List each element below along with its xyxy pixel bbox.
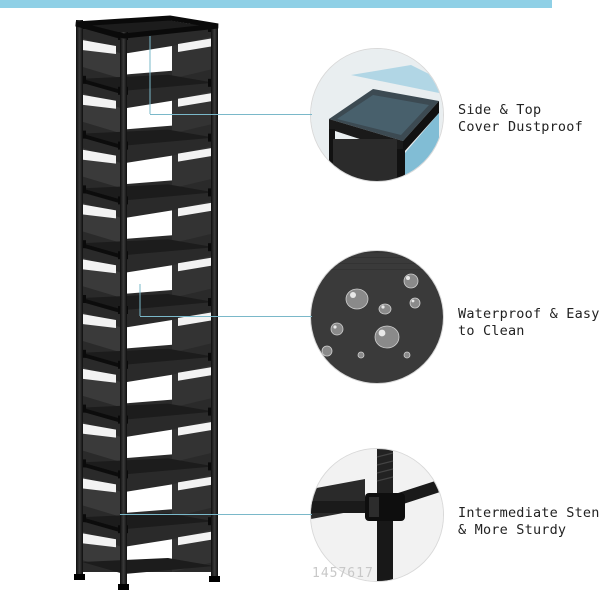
rack-shelf — [82, 403, 214, 420]
rack-tier-gap — [178, 476, 214, 491]
rack-bottom-shelf — [82, 558, 214, 574]
top-banner-bar — [0, 0, 552, 8]
watermark-text: 1457617 — [312, 566, 374, 581]
rack-tier-gap — [178, 38, 214, 52]
feature-stent-line1: Intermediate Stent — [458, 505, 600, 521]
stent-joint-icon — [311, 449, 443, 581]
rack-tier-gap — [82, 204, 116, 219]
rack-shelf-edge — [82, 243, 124, 260]
rack-shelf — [82, 129, 214, 146]
rack-tier-gap — [82, 423, 116, 438]
rack-tier-opening — [122, 210, 172, 240]
rack-tier-gap — [178, 257, 214, 272]
feature-waterproof-line2: to Clean — [458, 323, 525, 339]
rack-tier-opening — [122, 155, 172, 185]
rack-shelf-edge — [82, 78, 124, 95]
feature-waterproof-line1: Waterproof & Easy — [458, 306, 600, 322]
rack-tier-opening — [122, 429, 172, 459]
rack-shelf-edge — [82, 133, 124, 150]
rack-tier-opening — [122, 46, 172, 75]
rack-foot — [209, 576, 220, 582]
rack-shelf — [82, 294, 214, 310]
feature-dustproof-text: Side & Top Cover Dustproof — [458, 102, 583, 136]
water-droplets-icon — [311, 251, 443, 383]
rack-tier-gap — [82, 40, 116, 54]
dustproof-cover-icon — [311, 49, 443, 181]
leader-line-dustproof — [150, 114, 312, 115]
shoe-rack-image — [74, 15, 220, 590]
rack-tier-gap — [82, 314, 116, 328]
rack-foot — [118, 584, 129, 590]
rack-pole-front — [120, 32, 127, 588]
stent-joint-callout — [310, 448, 444, 582]
rack-tier-gap — [178, 312, 214, 326]
rack-pole-right — [211, 24, 218, 578]
rack-shelf-edge — [82, 407, 124, 424]
rack-tier-opening — [122, 374, 172, 404]
rack-shelf — [82, 74, 214, 91]
feature-dustproof-line1: Side & Top — [458, 102, 542, 118]
leader-line-stent — [120, 514, 312, 515]
rack-top-frame — [75, 15, 219, 39]
rack-shelf — [82, 348, 214, 365]
rack-tier-gap — [178, 421, 214, 436]
rack-tier-gap — [178, 92, 214, 107]
rack-tier-gap — [82, 259, 116, 274]
feature-dustproof-line2: Cover Dustproof — [458, 119, 583, 135]
waterproof-fabric-callout — [310, 250, 444, 384]
rack-tier-gap — [82, 533, 116, 548]
leader-line-waterproof — [140, 316, 312, 317]
dustproof-cover-callout — [310, 48, 444, 182]
feature-stent-text: Intermediate Stent & More Sturdy — [458, 505, 600, 539]
rack-shelf-edge — [82, 188, 124, 205]
rack-shelf — [82, 184, 214, 201]
rack-tier-opening — [122, 265, 172, 294]
rack-foot — [74, 574, 85, 580]
rack-tier-gap — [178, 531, 214, 546]
feature-stent-line2: & More Sturdy — [458, 522, 567, 538]
rack-tier-gap — [178, 147, 214, 162]
rack-tier-gap — [178, 202, 214, 217]
rack-tier-gap — [178, 366, 214, 381]
rack-tier-opening — [122, 100, 172, 130]
rack-shelf-edge — [82, 517, 124, 534]
rack-shelf — [82, 239, 214, 256]
rack-tier-gap — [82, 94, 116, 109]
rack-tier-gap — [82, 368, 116, 383]
rack-shelf — [82, 513, 214, 530]
rack-tier-gap — [82, 478, 116, 493]
rack-shelf-edge — [82, 298, 124, 314]
rack-shelf-edge — [82, 352, 124, 369]
rack-shelf-edge — [82, 462, 124, 479]
rack-tier-opening — [122, 320, 172, 349]
feature-waterproof-text: Waterproof & Easy to Clean — [458, 306, 600, 340]
rack-shelf — [82, 458, 214, 475]
rack-tier-gap — [82, 149, 116, 164]
rack-pole-left — [76, 20, 83, 576]
rack-tier-opening — [122, 484, 172, 514]
